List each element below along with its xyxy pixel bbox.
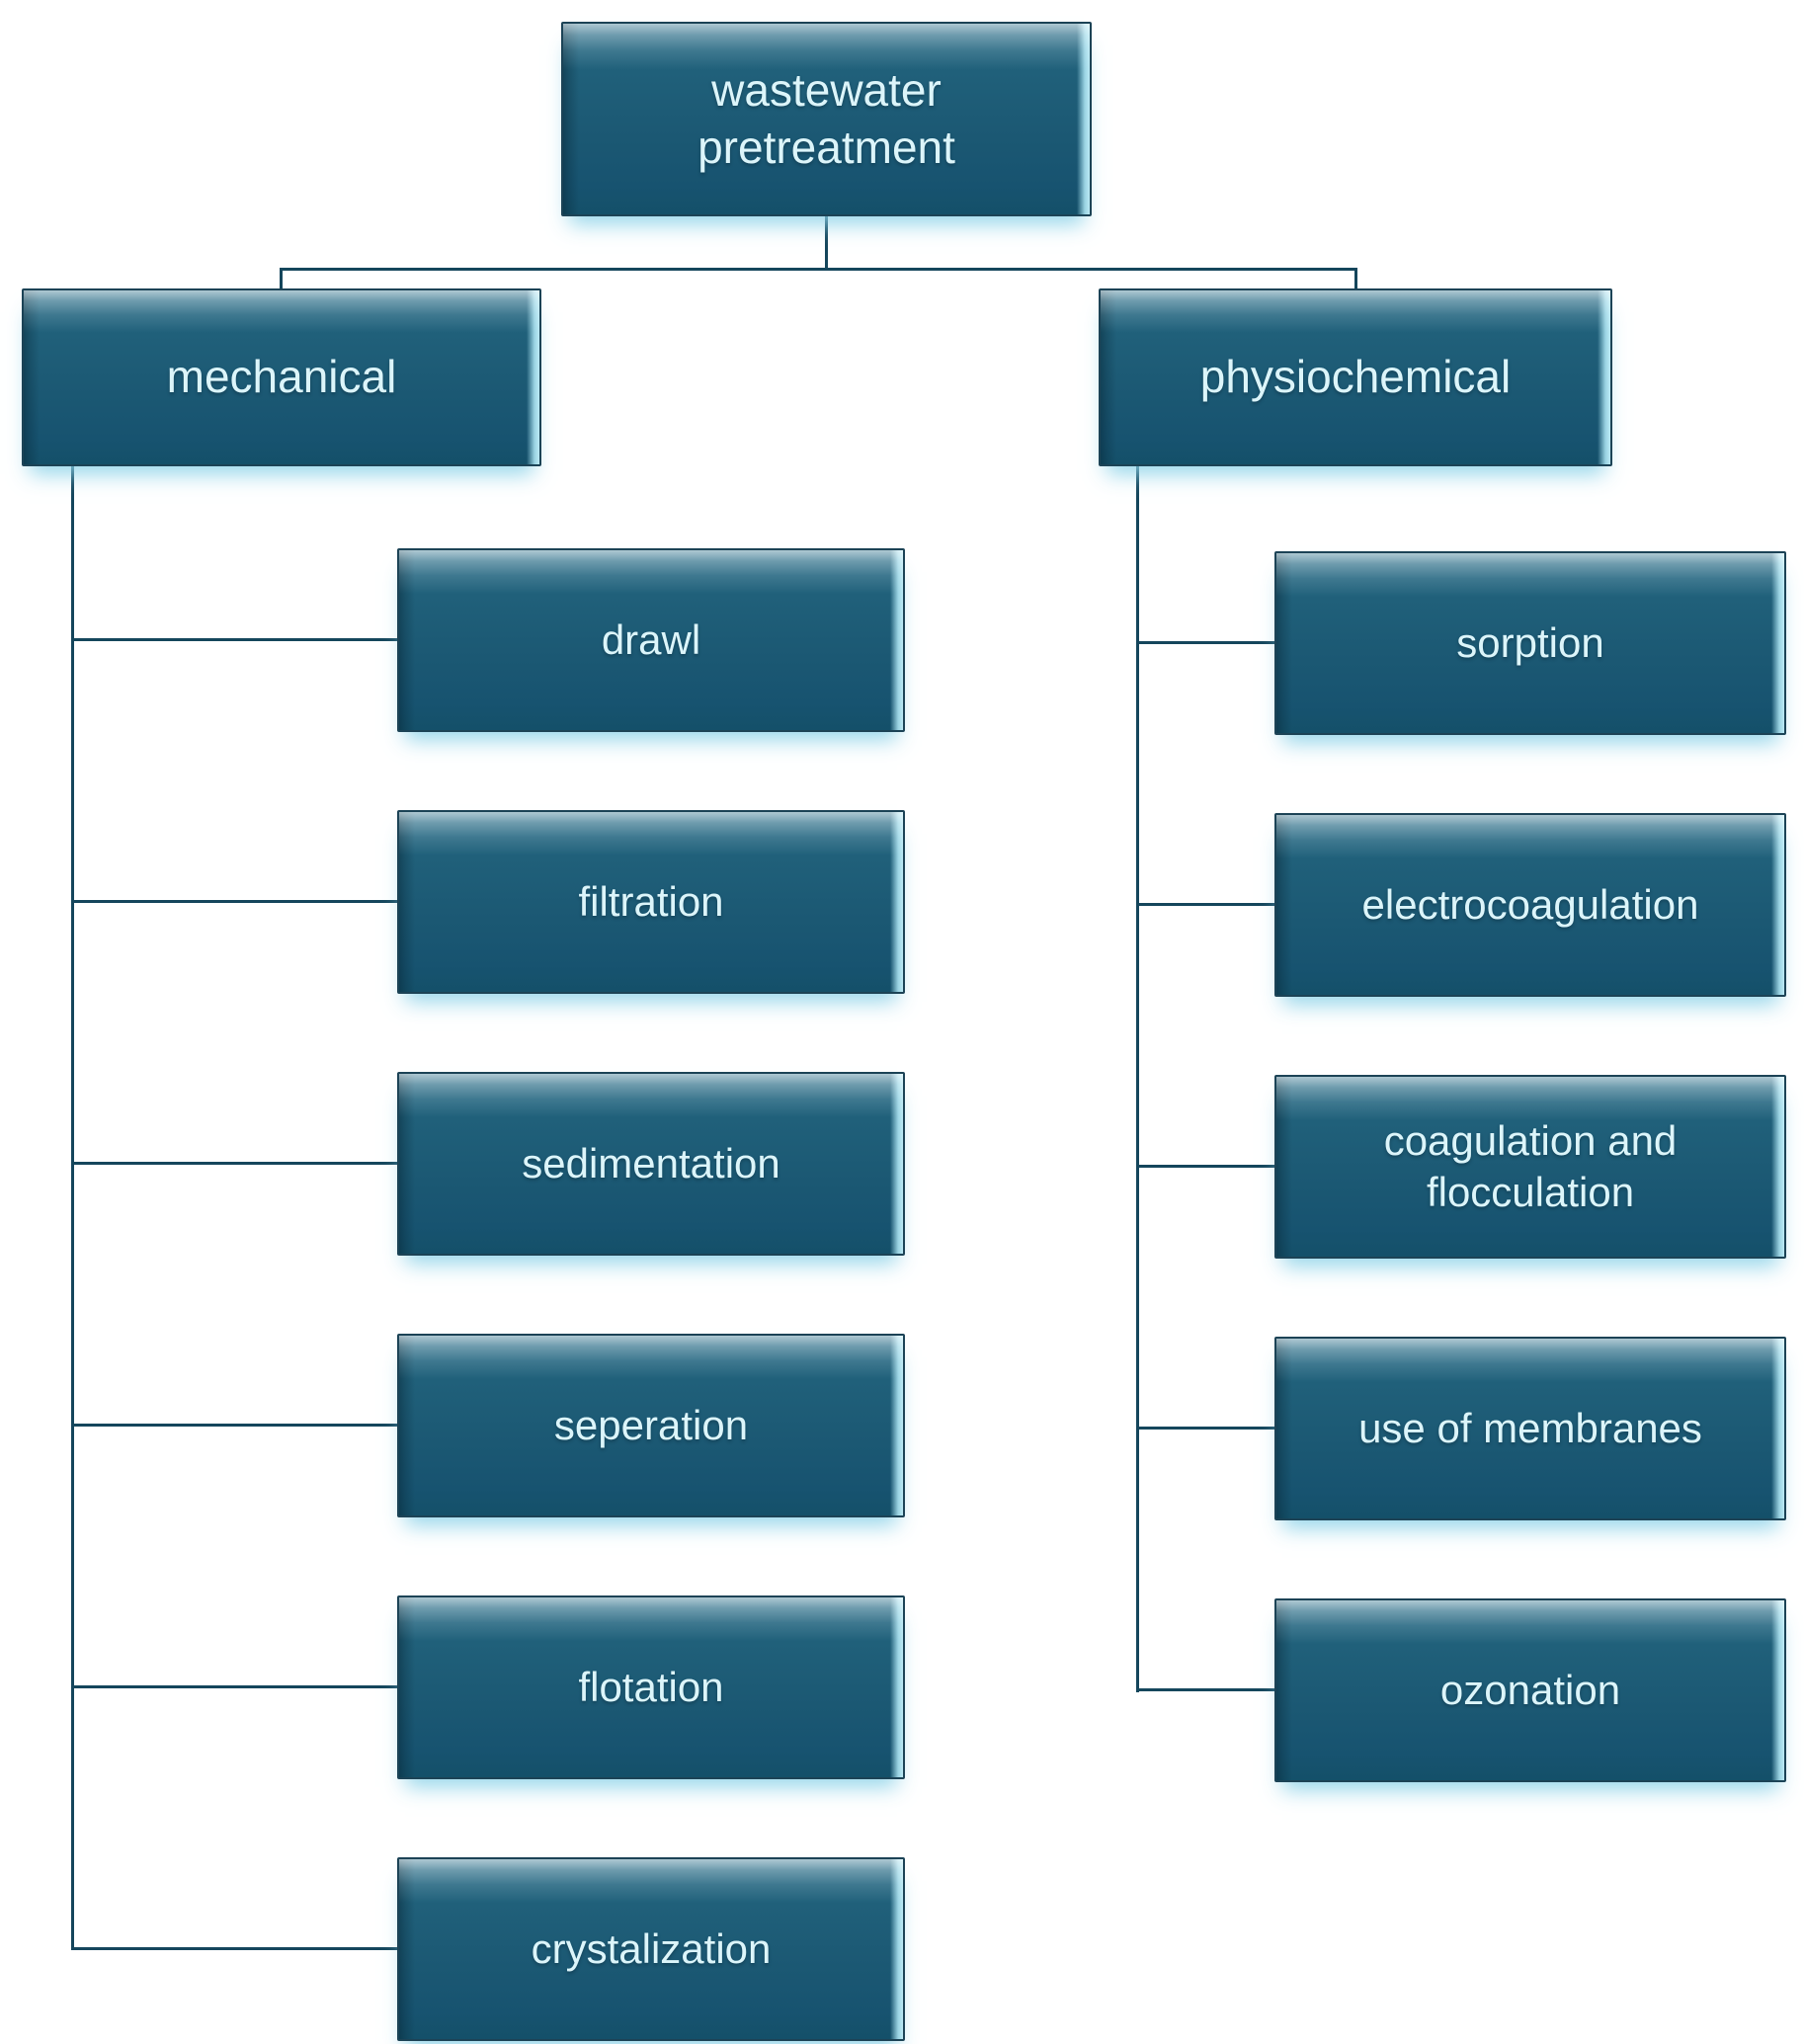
node-use-of-membranes: use of membranes	[1274, 1337, 1786, 1520]
connector-stub	[71, 1162, 397, 1165]
connector-stub	[71, 1685, 397, 1688]
connector-trunk	[825, 216, 828, 271]
connector-stub	[71, 1424, 397, 1427]
node-label: flotation	[578, 1663, 724, 1710]
connector-stub	[1136, 903, 1274, 906]
node-label: mechanical	[166, 351, 397, 403]
node-label: sedimentation	[522, 1139, 780, 1186]
node-sorption: sorption	[1274, 551, 1786, 735]
connector-stub	[71, 638, 397, 641]
node-ozonation: ozonation	[1274, 1598, 1786, 1782]
node-electrocoagulation: electrocoagulation	[1274, 813, 1786, 997]
node-physiochemical: physiochemical	[1099, 288, 1612, 466]
node-drawl: drawl	[397, 548, 905, 732]
node-filtration: filtration	[397, 810, 905, 994]
node-label: wastewater pretreatment	[697, 64, 955, 173]
node-sedimentation: sedimentation	[397, 1072, 905, 1256]
node-label: filtration	[578, 877, 724, 925]
node-coagulation-and-flocculation: coagulation and flocculation	[1274, 1075, 1786, 1259]
node-label: crystalization	[531, 1924, 772, 1972]
connector-spine-physiochemical	[1136, 466, 1139, 1692]
node-label: physiochemical	[1199, 351, 1512, 403]
node-label: sorption	[1456, 618, 1604, 666]
node-label: electrocoagulation	[1361, 880, 1699, 928]
connector-stub	[1136, 1427, 1274, 1430]
node-crystalization: crystalization	[397, 1857, 905, 2041]
node-label: ozonation	[1439, 1666, 1621, 1713]
connector-drop-mechanical	[280, 268, 283, 288]
connector-drop-physiochemical	[1354, 268, 1357, 288]
connector-stub	[1136, 641, 1274, 644]
node-mechanical: mechanical	[22, 288, 541, 466]
connector-stub	[71, 900, 397, 903]
node-label: coagulation and flocculation	[1383, 1116, 1678, 1216]
connector-branch-horizontal	[280, 268, 1357, 271]
node-label: use of membranes	[1358, 1404, 1702, 1451]
connector-stub	[1136, 1165, 1274, 1168]
node-flotation: flotation	[397, 1595, 905, 1779]
node-wastewater-pretreatment: wastewater pretreatment	[561, 22, 1092, 216]
node-label: seperation	[553, 1401, 749, 1448]
node-label: drawl	[601, 615, 701, 663]
connector-stub	[71, 1947, 397, 1950]
connector-spine-mechanical	[71, 466, 74, 1950]
connector-stub	[1136, 1688, 1274, 1691]
node-seperation: seperation	[397, 1334, 905, 1517]
